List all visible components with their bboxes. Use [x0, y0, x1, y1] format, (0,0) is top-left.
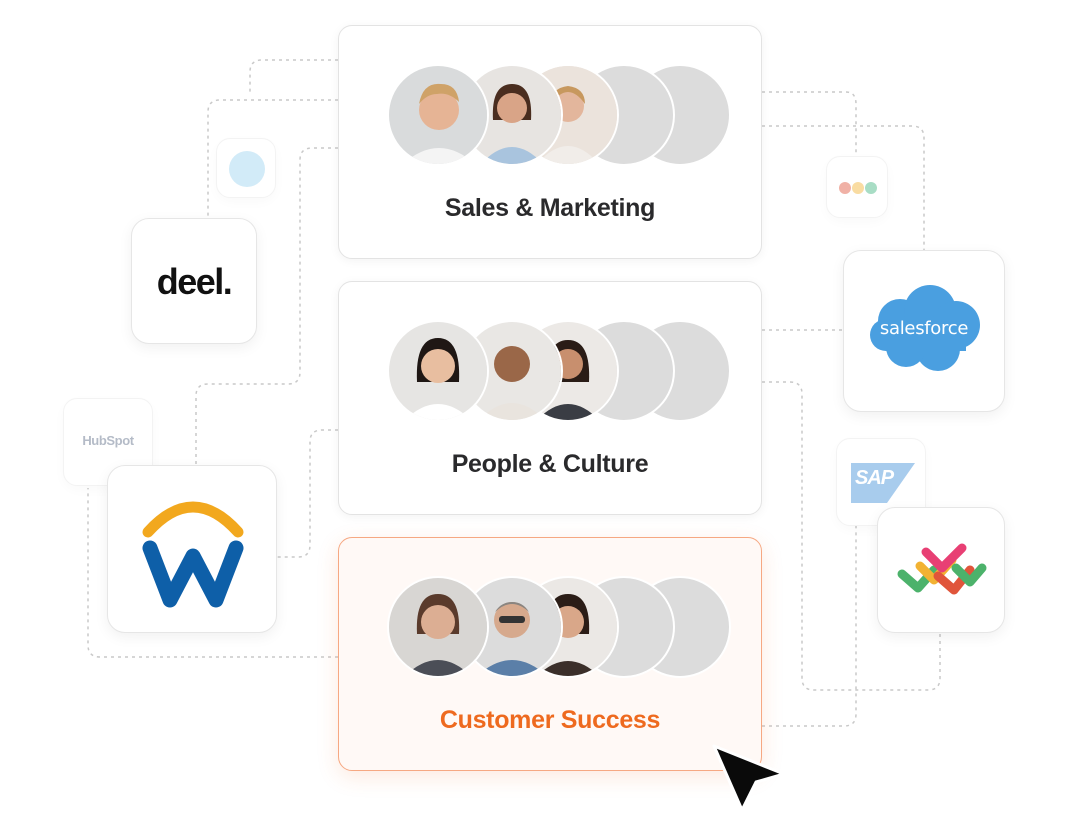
sap-logo-text: SAP: [855, 467, 894, 489]
avatar: [387, 576, 489, 678]
hubspot-logo-icon: HubSpot: [82, 433, 134, 448]
team-card-people-culture[interactable]: People & Culture: [338, 281, 762, 515]
workday-logo-icon: [142, 501, 244, 608]
person-avatar-icon: [389, 66, 487, 164]
salesforce-logo-tile[interactable]: salesforce: [843, 250, 1005, 412]
colorful-dots-logo-tile[interactable]: [826, 156, 888, 218]
chevron-mesh-logo-tile[interactable]: [877, 507, 1005, 633]
avatar-group: [387, 576, 731, 678]
deel-logo-icon: deel.: [156, 261, 233, 302]
avatar: [387, 64, 489, 166]
blue-blob-icon: [229, 151, 265, 187]
chevron-mesh-logo-icon: [897, 543, 987, 595]
person-avatar-icon: [389, 322, 487, 420]
avatar-group: [387, 64, 731, 166]
sap-logo-icon: [851, 463, 915, 503]
person-avatar-icon: [389, 578, 487, 676]
card-title: Sales & Marketing: [444, 194, 656, 222]
workday-logo-tile[interactable]: [107, 465, 277, 633]
small-blue-logo-tile[interactable]: [216, 138, 276, 198]
deel-logo-tile[interactable]: deel.: [131, 218, 257, 344]
avatar: [387, 320, 489, 422]
salesforce-logo-text: salesforce: [879, 318, 969, 339]
colorful-dots-icon: [839, 182, 877, 194]
team-card-sales-marketing[interactable]: Sales & Marketing: [338, 25, 762, 259]
avatar-group: [387, 320, 731, 422]
card-title: Customer Success: [439, 706, 661, 734]
card-title: People & Culture: [451, 450, 649, 478]
salesforce-logo-icon: [870, 285, 980, 371]
team-card-customer-success[interactable]: Customer Success: [338, 537, 762, 771]
cursor-pointer-icon: [712, 744, 786, 812]
